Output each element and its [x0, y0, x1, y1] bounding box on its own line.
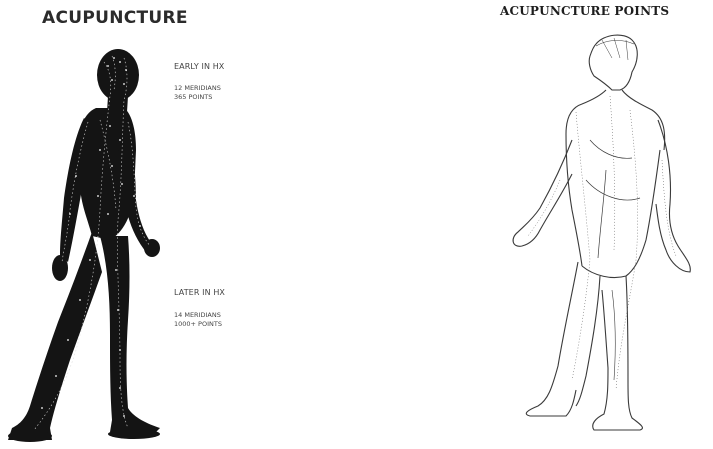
line-drawing-figure: [513, 35, 690, 430]
early-point-count: 365 POINTS: [174, 93, 212, 102]
later-meridian-count: 14 MERIDIANS: [174, 311, 221, 320]
point-markers: [528, 96, 676, 390]
later-history-heading: LATER IN HX: [174, 288, 225, 297]
left-panel-title: ACUPUNCTURE: [42, 8, 188, 28]
later-point-count: 1000+ POINTS: [174, 320, 222, 329]
silhouette-figure: [8, 49, 160, 442]
right-panel-title: ACUPUNCTURE POINTS: [500, 4, 710, 18]
early-meridian-count: 12 MERIDIANS: [174, 84, 221, 93]
early-history-heading: EARLY IN HX: [174, 62, 224, 71]
